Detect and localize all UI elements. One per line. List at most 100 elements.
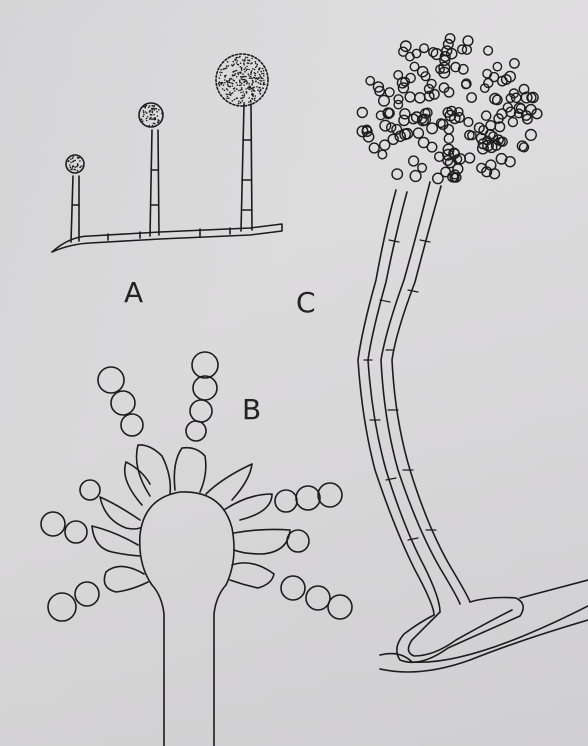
stipple-dot (234, 80, 236, 82)
stipple-dot (74, 169, 76, 171)
stipple-dot (142, 120, 144, 122)
stipple-dot (77, 170, 79, 172)
stipple-dot (263, 75, 265, 77)
stipple-dot (221, 72, 223, 74)
conidium (444, 134, 453, 143)
stipple-dot (221, 84, 223, 86)
stipple-dot (223, 84, 225, 86)
stipple-dot (251, 90, 253, 92)
stipple-dot (70, 168, 72, 170)
stipple-dot (242, 95, 244, 97)
stipple-dot (260, 93, 262, 95)
stipple-dot (244, 81, 246, 83)
stipple-dot (241, 87, 243, 89)
conidium (476, 133, 486, 143)
stipple-dot (248, 69, 250, 71)
stipple-dot (239, 85, 241, 87)
stipple-dot (239, 56, 241, 58)
stipple-dot (77, 164, 79, 166)
stipple-dot (246, 70, 248, 72)
stipple-dot (153, 109, 155, 111)
stipple-dot (255, 67, 257, 69)
stipple-dot (220, 69, 222, 71)
panel-label-a: A (124, 276, 143, 309)
stipple-dot (248, 83, 250, 85)
stipple-dot (252, 81, 254, 83)
stipple-dot (256, 65, 258, 67)
stipple-dot (256, 64, 258, 66)
stipple-dot (143, 112, 145, 114)
stipple-dot (245, 88, 247, 90)
conidium (510, 59, 519, 68)
stipple-dot (234, 59, 236, 61)
stipple-dot (248, 101, 250, 103)
stipple-dot (226, 94, 228, 96)
stipple-dot (223, 68, 225, 70)
stipple-dot (230, 86, 232, 88)
stipple-dot (243, 102, 245, 104)
stipple-dot (227, 94, 229, 96)
stipple-dot (151, 118, 153, 120)
stipple-dot (234, 90, 236, 92)
panel-c-drawing (357, 34, 588, 672)
conidium (463, 36, 473, 46)
stipple-dot (222, 88, 224, 90)
conidium (405, 92, 415, 102)
stipple-dot (227, 89, 229, 91)
stipple-dot (241, 89, 243, 91)
conidium (526, 130, 537, 141)
stipple-dot (149, 118, 151, 120)
conidium (484, 46, 493, 55)
conidium (445, 34, 454, 43)
stipple-dot (249, 77, 251, 79)
stipple-dot (73, 165, 75, 167)
stipple-dot (74, 160, 76, 162)
stipple-dot (226, 97, 228, 99)
stipple-dot (232, 83, 234, 85)
stipple-dot (259, 74, 261, 76)
stipple-dot (231, 78, 233, 80)
stipple-dot (228, 97, 230, 99)
stipple-dot (251, 83, 253, 85)
stipple-dot (157, 115, 159, 117)
stipple-dot (149, 125, 151, 127)
stipple-dot (246, 66, 248, 68)
stipple-dot (236, 60, 238, 62)
stipple-dot (254, 98, 256, 100)
stipple-dot (255, 78, 257, 80)
stipple-dot (253, 86, 255, 88)
stipple-dot (263, 84, 265, 86)
stipple-dot (251, 70, 253, 72)
stipple-dot (149, 105, 151, 107)
stipple-dot (247, 62, 249, 64)
stipple-dot (243, 64, 245, 66)
stipple-dot (145, 111, 147, 113)
stipple-dot (157, 122, 159, 124)
conidium (415, 93, 425, 103)
stipple-dot (80, 166, 82, 168)
conidium (508, 118, 517, 127)
stipple-dot (252, 98, 254, 100)
conidium (394, 71, 403, 80)
conidium (380, 120, 391, 131)
stipple-dot (247, 87, 249, 89)
stipple-dot (240, 102, 242, 104)
stipple-dot (154, 123, 156, 125)
stipple-dot (146, 105, 148, 107)
stipple-dot (224, 82, 226, 84)
stipple-dot (155, 108, 157, 110)
hypha-horizontal (52, 224, 282, 252)
stipple-dot (232, 92, 234, 94)
stipple-dot (70, 158, 72, 160)
stipple-dot (156, 111, 158, 113)
stipple-dot (242, 76, 244, 78)
panel-label-b: B (242, 393, 261, 426)
stipple-dot (245, 80, 247, 82)
stipple-dot (161, 113, 163, 115)
stipple-dot (227, 82, 229, 84)
stipple-dot (229, 94, 231, 96)
stipple-dot (251, 77, 253, 79)
stipple-dot (243, 60, 245, 62)
stipple-dot (241, 83, 243, 85)
stipple-dot (238, 64, 240, 66)
